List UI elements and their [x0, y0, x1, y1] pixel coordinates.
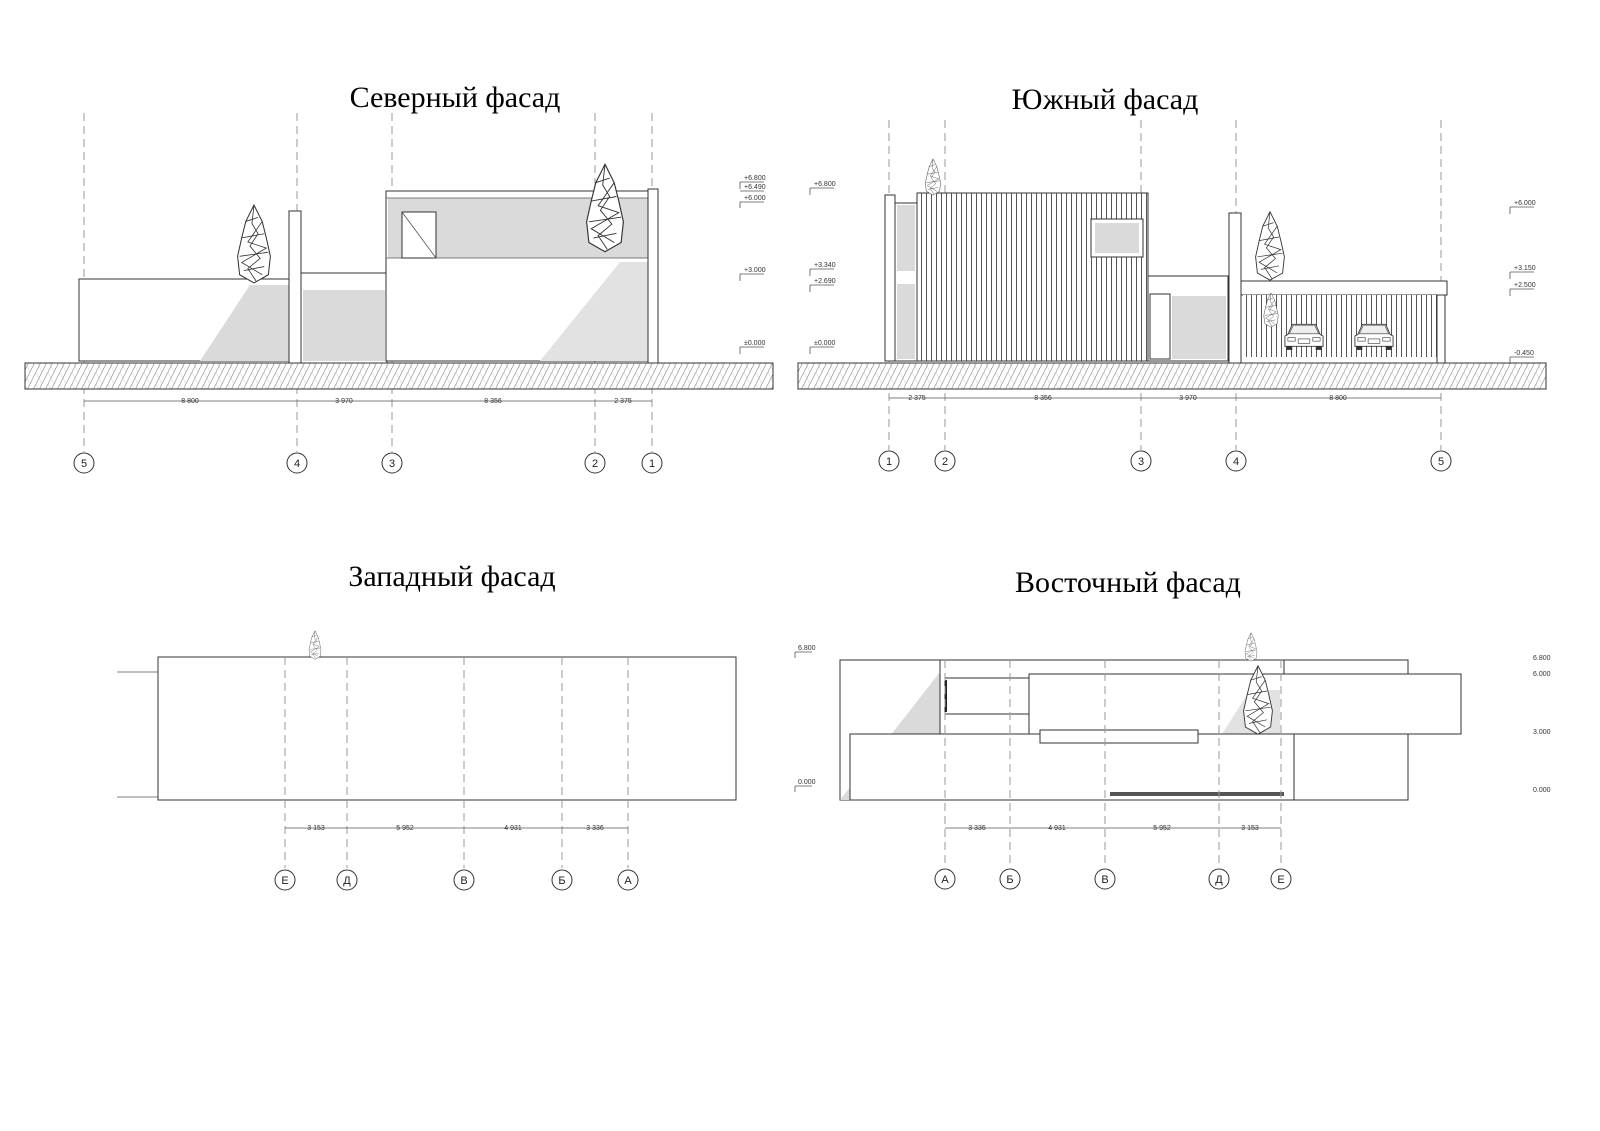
- east-level-marks-left: 6.800 0.000: [794, 645, 816, 792]
- north-axis-3: 3: [389, 458, 395, 470]
- east-facade-elevation: 3 336 4 931 5 952 3 153 А Б В Д Е 6.800 …: [794, 632, 1551, 890]
- north-dim-2: 3 970: [335, 398, 353, 405]
- svg-text:6.800: 6.800: [798, 645, 816, 652]
- east-dim-3: 5 952: [1153, 825, 1171, 832]
- svg-text:±0.000: ±0.000: [744, 340, 765, 347]
- svg-text:+2.690: +2.690: [814, 278, 836, 285]
- east-facade-title: Восточный фасад: [1015, 566, 1241, 599]
- svg-text:+6.000: +6.000: [1514, 200, 1536, 207]
- east-axis-markers: А Б В Д Е: [934, 868, 1292, 890]
- svg-text:-0.450: -0.450: [1514, 350, 1534, 357]
- svg-text:+3.000: +3.000: [744, 267, 766, 274]
- south-level-marks-right: +6.000 +3.150 +2.500 -0.450: [1509, 200, 1536, 364]
- east-dim-2: 4 931: [1048, 825, 1066, 832]
- west-axis-markers: Е Д В Б А: [274, 869, 639, 891]
- west-axis-d: Д: [343, 875, 351, 887]
- south-axis-3: 3: [1138, 456, 1144, 468]
- south-axis-markers: 1 2 3 4 5: [878, 450, 1452, 472]
- west-axis-b: Б: [558, 875, 565, 887]
- svg-text:+6.000: +6.000: [744, 195, 766, 202]
- svg-text:6.000: 6.000: [1533, 671, 1551, 678]
- svg-text:3.000: 3.000: [1533, 729, 1551, 736]
- west-axis-v: В: [460, 875, 467, 887]
- east-dim-4: 3 153: [1241, 825, 1259, 832]
- north-axis-5: 5: [81, 458, 87, 470]
- north-facade-title: Северный фасад: [350, 81, 561, 114]
- svg-text:+2.500: +2.500: [1514, 282, 1536, 289]
- west-facade-elevation: 3 153 5 952 4 931 3 336 Е Д В Б А: [117, 630, 737, 891]
- east-dim-1: 3 336: [968, 825, 986, 832]
- south-dim-4: 8 800: [1329, 395, 1347, 402]
- svg-text:6.800: 6.800: [1533, 655, 1551, 662]
- east-axis-a: А: [941, 874, 949, 886]
- north-facade-elevation: 8 800 3 970 8 356 2 375 5 4 3 2 1 +6.800…: [24, 113, 774, 474]
- svg-text:±0.000: ±0.000: [814, 340, 835, 347]
- south-axis-4: 4: [1233, 456, 1239, 468]
- north-axis-1: 1: [649, 458, 655, 470]
- north-dim-4: 2 375: [614, 398, 632, 405]
- east-level-marks-right: 6.800 6.000 3.000 0.000: [1533, 655, 1551, 794]
- west-dim-2: 5 952: [396, 825, 414, 832]
- south-dim-3: 3 970: [1179, 395, 1197, 402]
- south-facade-elevation: 2 375 8 356 3 970 8 800 1 2 3 4 5 +6.800…: [797, 120, 1547, 472]
- west-axis-e: Е: [281, 875, 288, 887]
- south-dim-2: 8 356: [1034, 395, 1052, 402]
- svg-text:+6.800: +6.800: [744, 175, 766, 182]
- east-axis-d: Д: [1215, 874, 1223, 886]
- north-axis-4: 4: [294, 458, 300, 470]
- north-level-marks: +6.800 +6.490 +6.000 +3.000 ±0.000: [739, 175, 766, 354]
- svg-text:0.000: 0.000: [1533, 787, 1551, 794]
- north-axis-2: 2: [592, 458, 598, 470]
- south-level-marks-left: +6.800 +3.340 +2.690 ±0.000: [809, 181, 836, 354]
- north-axis-markers: 5 4 3 2 1: [73, 452, 663, 474]
- north-dim-3: 8 356: [484, 398, 502, 405]
- east-axis-e: Е: [1277, 874, 1284, 886]
- west-dim-4: 3 336: [586, 825, 604, 832]
- east-axis-v: В: [1101, 874, 1108, 886]
- south-axis-1: 1: [886, 456, 892, 468]
- west-dim-1: 3 153: [307, 825, 325, 832]
- west-dim-3: 4 931: [504, 825, 522, 832]
- south-facade-title: Южный фасад: [1012, 83, 1199, 116]
- south-axis-5: 5: [1438, 456, 1444, 468]
- west-axis-a: А: [624, 875, 632, 887]
- svg-text:+3.150: +3.150: [1514, 265, 1536, 272]
- svg-text:+3.340: +3.340: [814, 262, 836, 269]
- svg-text:0.000: 0.000: [798, 779, 816, 786]
- north-dim-1: 8 800: [181, 398, 199, 405]
- svg-text:+6.490: +6.490: [744, 184, 766, 191]
- south-axis-2: 2: [942, 456, 948, 468]
- south-dim-1: 2 375: [908, 395, 926, 402]
- west-facade-title: Западный фасад: [348, 560, 555, 593]
- svg-text:+6.800: +6.800: [814, 181, 836, 188]
- east-axis-b: Б: [1006, 874, 1013, 886]
